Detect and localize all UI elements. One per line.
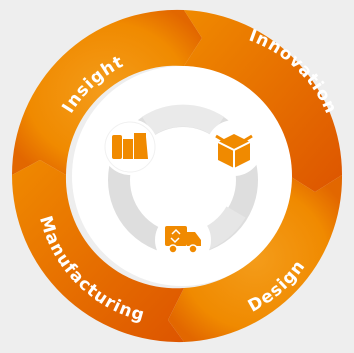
segment-design <box>168 175 343 342</box>
packaging-products-icon <box>102 119 158 175</box>
recycling-truck-icon <box>155 212 211 268</box>
segment-manufacturing <box>11 160 185 343</box>
segment-insight <box>11 9 202 176</box>
outer-cycle-ring <box>11 9 343 343</box>
segment-innovation <box>184 10 343 192</box>
box-icon <box>206 120 262 176</box>
